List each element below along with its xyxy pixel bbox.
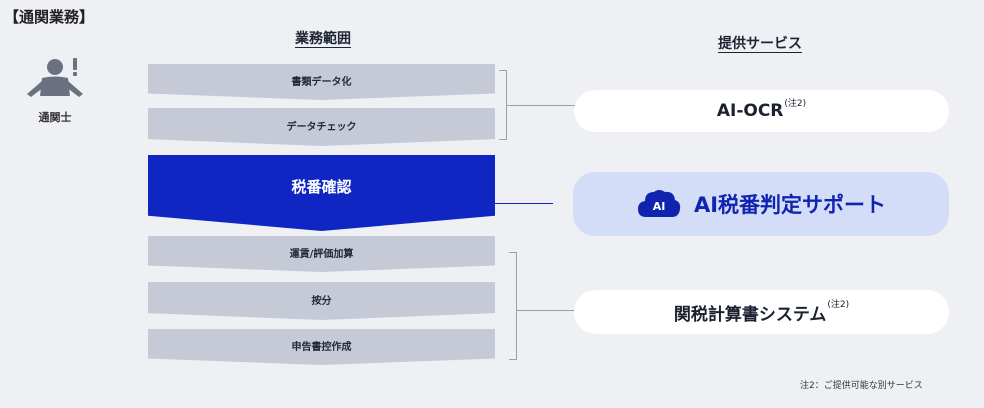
connector-ai: [495, 203, 553, 204]
step-declaration-copy: 申告書控作成: [148, 329, 495, 365]
person-label: 通関士: [38, 111, 72, 124]
scope-heading: 業務範囲: [295, 31, 351, 47]
service-ai-ocr: AI-OCR (注2): [574, 90, 949, 132]
service-note: (注2): [827, 299, 850, 310]
service-duty-calculation: 関税計算書システム (注2): [574, 290, 949, 334]
bracket-bottom: [509, 252, 517, 360]
step-freight-valuation: 運賃/評価加算: [148, 236, 495, 272]
step-label: 運賃/評価加算: [289, 248, 354, 260]
ai-cloud-icon: AI: [636, 187, 682, 221]
services-heading: 提供サービス: [718, 36, 802, 52]
page-title: 【通関業務】: [4, 8, 95, 26]
connector-ocr: [507, 105, 575, 106]
service-label: AI税番判定サポート: [693, 193, 887, 217]
step-label: 税番確認: [291, 177, 352, 196]
service-note: (注2): [784, 98, 807, 109]
footnote: 注2：ご提供可能な別サービス: [800, 381, 923, 391]
step-label: 按分: [311, 295, 332, 307]
step-label: 書類データ化: [291, 76, 352, 88]
customs-broker-person-icon: [22, 56, 92, 126]
step-data-check: データチェック: [148, 108, 495, 146]
step-label: データチェック: [286, 121, 357, 133]
connector-calc: [517, 310, 576, 311]
step-allocation: 按分: [148, 282, 495, 320]
step-hs-code-confirmation: 税番確認: [148, 155, 495, 231]
service-label: 関税計算書システム: [673, 304, 827, 325]
step-document-digitization: 書類データ化: [148, 64, 495, 100]
bracket-top: [499, 70, 507, 140]
service-label: AI-OCR: [716, 101, 784, 121]
step-label: 申告書控作成: [291, 341, 352, 353]
ai-icon-text: AI: [653, 200, 666, 213]
service-ai-hs-support: AI AI税番判定サポート: [573, 172, 949, 236]
